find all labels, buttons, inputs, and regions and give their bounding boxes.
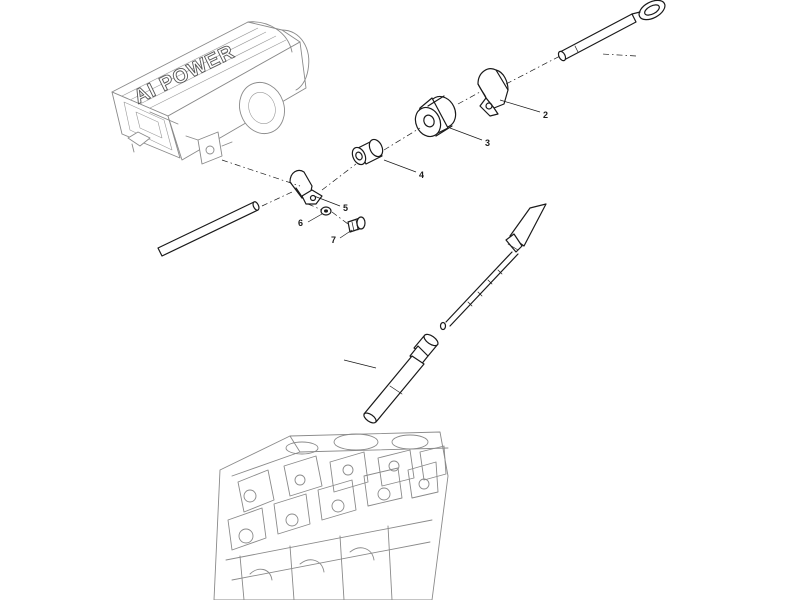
dipstick [557,0,666,62]
part-2-clamp [477,68,509,117]
assembly-center-lines [221,53,637,369]
callout-numbers: 2 3 4 5 6 7 [298,110,548,245]
air-cleaner-housing: AI POWER [111,21,310,165]
callout-leaders [307,99,541,239]
dipstick-blade [439,203,547,331]
callout-2: 2 [543,110,548,120]
engine-block [213,431,449,600]
part-6-washer [320,206,332,216]
callout-3: 3 [485,138,490,148]
part-3-grommet [414,95,457,138]
callout-6: 6 [298,218,303,228]
dipstick-tube-lower [363,333,439,424]
part-7-bolt [347,216,366,233]
callout-7: 7 [331,235,336,245]
callout-5: 5 [343,203,348,213]
callout-4: 4 [419,170,424,180]
part-5-clamp [289,169,323,205]
dipstick-tube-upper [157,201,260,257]
part-4-sleeve [351,138,384,166]
